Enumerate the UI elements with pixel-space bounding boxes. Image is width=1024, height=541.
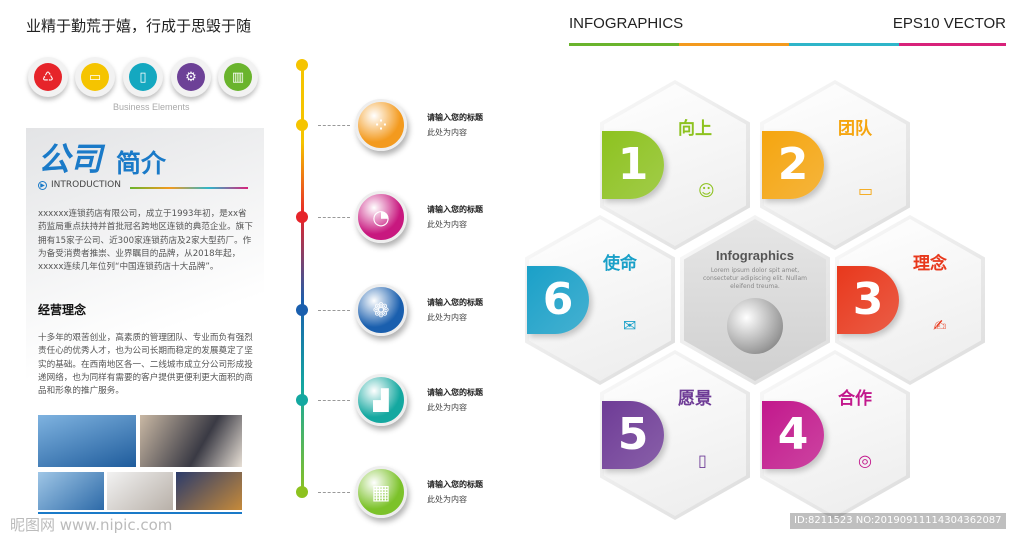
watermark: 昵图网 www.nipic.com [10, 516, 173, 534]
timeline-circle[interactable]: ◔ [355, 191, 407, 243]
timeline-circle[interactable]: ⁘ [355, 99, 407, 151]
timeline-dot [296, 304, 308, 316]
lungs-icon: ♺ [34, 63, 62, 91]
hex-label: 理念 [913, 254, 947, 274]
timeline-circle[interactable]: ▟ [355, 374, 407, 426]
hex-label: 合作 [838, 389, 872, 409]
timeline-line [301, 65, 304, 495]
timeline-icon: ◔ [372, 205, 390, 229]
phone-icon: ▯ [698, 451, 707, 470]
number-tab-3: 3 [837, 266, 899, 334]
timeline-circle[interactable]: ▦ [355, 466, 407, 518]
intro-card [26, 128, 264, 404]
timeline-connector [318, 310, 350, 311]
logo-script: 公司 [38, 140, 103, 178]
timeline-icon: ▟ [373, 388, 389, 412]
timeline-dot [296, 59, 308, 71]
hex-label: 团队 [838, 119, 872, 139]
header-bar [899, 43, 1006, 46]
timeline-dot [296, 394, 308, 406]
phone-icon: ▯ [129, 63, 157, 91]
timeline-desc: 此处为内容 [427, 495, 467, 504]
logo-text: 简介 [116, 149, 167, 178]
center-title: Infographics [715, 248, 794, 263]
timeline-title: 请输入您的标题 [427, 205, 483, 214]
timeline-icon: ⁘ [372, 113, 390, 137]
timeline-desc: 此处为内容 [427, 128, 467, 137]
header-eps: EPS10 VECTOR [892, 15, 1006, 32]
timeline-connector [318, 125, 350, 126]
icon-button-5[interactable]: ▥ [218, 57, 258, 97]
laptop-icon: ▭ [81, 63, 109, 91]
touch-photo [176, 472, 242, 510]
intro-label: ▶ INTRODUCTION [38, 181, 121, 190]
timeline-icon: ▦ [371, 480, 391, 504]
timeline-desc: 此处为内容 [427, 403, 467, 412]
target-icon: ◎ [858, 451, 872, 470]
photo-underline [38, 512, 242, 514]
documents-photo [107, 472, 173, 510]
timeline-dot [296, 119, 308, 131]
meeting-photo [140, 415, 242, 467]
number-tab-4: 4 [762, 401, 824, 469]
play-icon: ▶ [38, 181, 47, 190]
icon-button-3[interactable]: ▯ [123, 57, 163, 97]
building-photo [38, 415, 136, 467]
timeline-title: 请输入您的标题 [427, 388, 483, 397]
page-title: 业精于勤荒于嬉，行成于思毁于随 [26, 17, 252, 35]
timeline-icon: ❁ [372, 298, 390, 322]
business-elements-caption: Business Elements [113, 102, 190, 112]
hex-label: 使命 [603, 254, 637, 274]
icon-button-4[interactable]: ⚙ [171, 57, 211, 97]
timeline-title: 请输入您的标题 [427, 113, 483, 122]
company-paragraph: xxxxxx连锁药店有限公司，成立于1993年初，是xx省药监局重点扶持并首批冠… [38, 209, 253, 273]
icon-button-1[interactable]: ♺ [28, 57, 68, 97]
header-infographics: INFOGRAPHICS [569, 15, 684, 32]
timeline-connector [318, 400, 350, 401]
timeline-desc: 此处为内容 [427, 313, 467, 322]
number-tab-6: 6 [527, 266, 589, 334]
globe-icon [727, 298, 783, 354]
timeline-desc: 此处为内容 [427, 220, 467, 229]
header-bar [789, 43, 899, 46]
head-icon: ☺ [698, 181, 715, 200]
header-bar [569, 43, 679, 46]
timeline-dot [296, 486, 308, 498]
philosophy-paragraph: 十多年的艰苦创业，高素质的管理团队、专业而负有强烈责任心的优秀人才，也为公司长期… [38, 333, 253, 397]
number-tab-5: 5 [602, 401, 664, 469]
mail-icon: ✉ [623, 316, 637, 335]
growth-icon: ▥ [224, 63, 252, 91]
image-id: ID:8211523 NO:20190911114304362087 [790, 513, 1006, 529]
timeline-dot [296, 211, 308, 223]
header-bar [679, 43, 789, 46]
timeline-title: 请输入您的标题 [427, 480, 483, 489]
number-tab-2: 2 [762, 131, 824, 199]
timeline-title: 请输入您的标题 [427, 298, 483, 307]
philosophy-heading: 经营理念 [38, 303, 87, 317]
timeline-connector [318, 217, 350, 218]
timeline-circle[interactable]: ❁ [355, 284, 407, 336]
intro-text: INTRODUCTION [51, 180, 121, 190]
handshake-photo [38, 472, 104, 510]
laptop-icon: ▭ [858, 181, 874, 200]
rainbow-divider [130, 187, 248, 189]
hex-label: 愿景 [678, 389, 712, 409]
timeline-connector [318, 492, 350, 493]
icon-button-2[interactable]: ▭ [75, 57, 115, 97]
number-tab-1: 1 [602, 131, 664, 199]
hexagon-5[interactable] [600, 350, 750, 520]
center-text: Lorem ipsum dolor spit amet, consectetur… [702, 267, 808, 290]
hand-icon: ✍ [933, 316, 947, 335]
gears-icon: ⚙ [177, 63, 205, 91]
hex-label: 向上 [678, 119, 712, 139]
